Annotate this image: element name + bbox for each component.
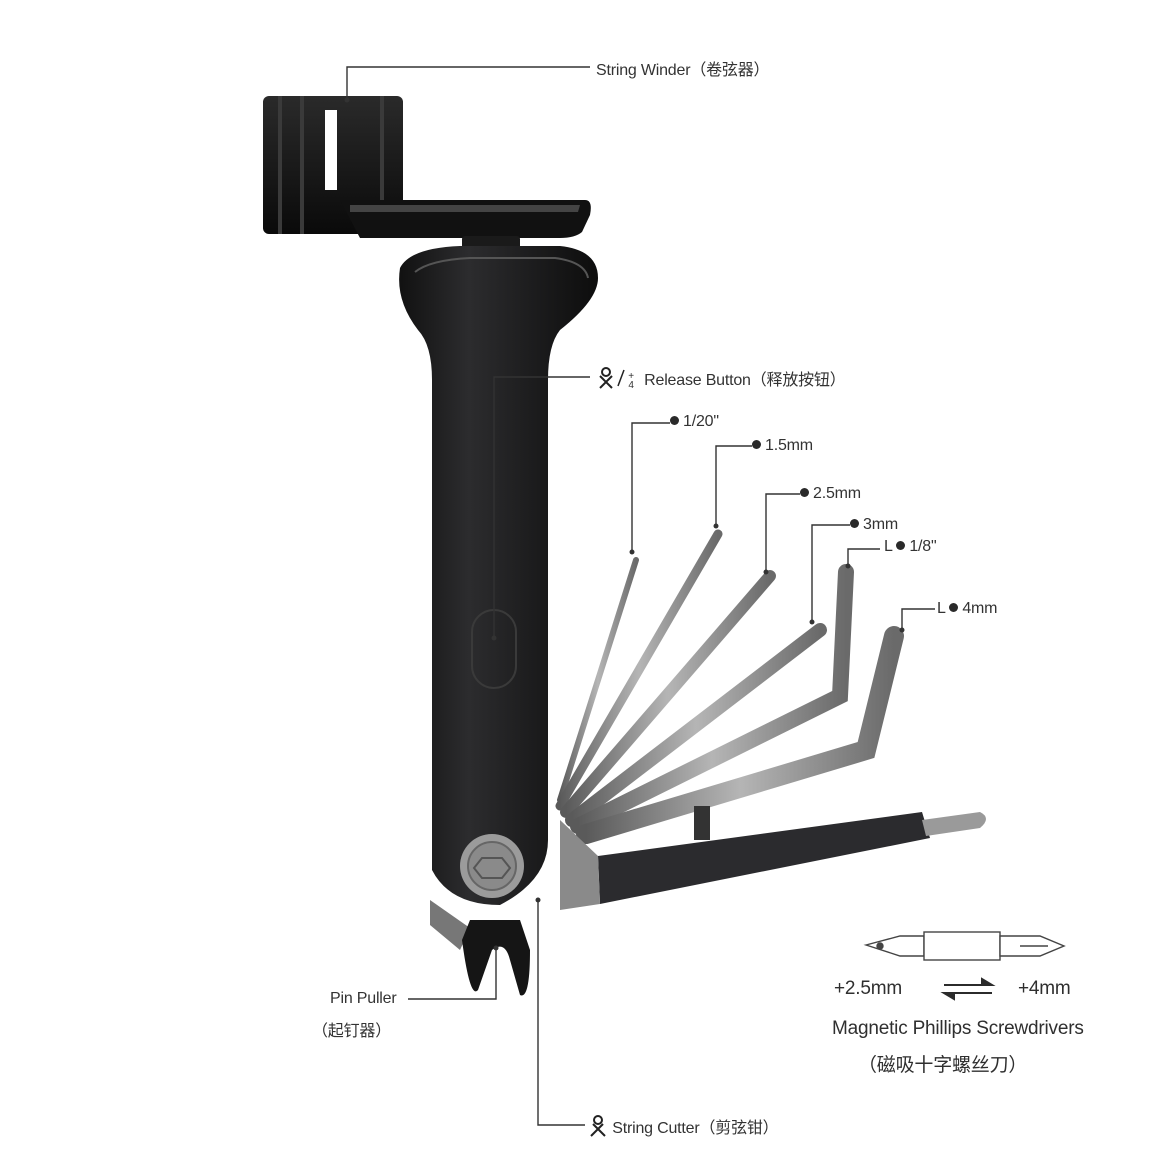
cutter-plus-quarter-icon: [596, 366, 638, 395]
hex-2-5-label-group: 2.5mm: [800, 485, 861, 503]
release-fraction-den: 4: [628, 379, 634, 391]
hex-1-5-label: 1.5mm: [765, 437, 813, 454]
screwdriver-en-label: Magnetic Phillips Screwdrivers: [832, 1018, 1084, 1039]
hex-1-5-label-group: 1.5mm: [752, 437, 813, 455]
phillips-bit-icon: [863, 931, 1066, 961]
hex-1-20-label: 1/20": [683, 413, 719, 430]
hex-4-label: 4mm: [962, 600, 998, 617]
pin-puller-cn-label: （起钉器）: [312, 1023, 392, 1040]
string-winder-label: String Winder（卷弦器）: [596, 62, 770, 79]
screwdriver-cn-label: （磁吸十字螺丝刀）: [858, 1055, 1028, 1076]
hex-4-prefix: L: [937, 600, 946, 617]
hex-1-8-label-group: L 1/8": [884, 538, 937, 556]
hex-1-8-label: 1/8": [909, 538, 937, 555]
bit-large-label: +4mm: [1018, 978, 1071, 999]
release-fraction-num: +: [628, 370, 634, 382]
hex-4-label-group: L 4mm: [937, 600, 998, 618]
hex-keys: [555, 529, 904, 844]
swap-arrows-icon: [940, 977, 996, 1001]
hex-dot-icon: [850, 519, 859, 528]
pin-puller-label: Pin Puller: [330, 990, 397, 1007]
hex-3-label: 3mm: [863, 516, 898, 533]
release-button-label: Release Button（释放按钮）: [644, 372, 846, 389]
hex-dot-icon: [800, 488, 809, 497]
hex-dot-icon: [896, 541, 906, 550]
string-cutter-label-group: String Cutter（剪弦钳）: [588, 1114, 779, 1143]
leader-lines: [346, 66, 935, 1126]
leader-dots: [344, 97, 905, 951]
hex-dot-icon: [670, 416, 679, 425]
cutter-icon: [588, 1114, 608, 1143]
string-winder: [263, 96, 591, 254]
hex-1-8-prefix: L: [884, 538, 893, 555]
hex-2-5-label: 2.5mm: [813, 485, 861, 502]
screwdriver-bar: [598, 806, 986, 904]
release-button-label-group: + 4 Release Button（释放按钮）: [596, 366, 846, 395]
bit-small-label: +2.5mm: [834, 978, 902, 999]
string-cutter-label: String Cutter（剪弦钳）: [612, 1120, 779, 1137]
hex-3-label-group: 3mm: [850, 516, 898, 534]
pivot-and-cutter: [430, 820, 600, 996]
hex-1-20-label-group: 1/20": [670, 413, 719, 431]
hex-dot-icon: [949, 603, 959, 612]
hex-dot-icon: [752, 440, 761, 449]
